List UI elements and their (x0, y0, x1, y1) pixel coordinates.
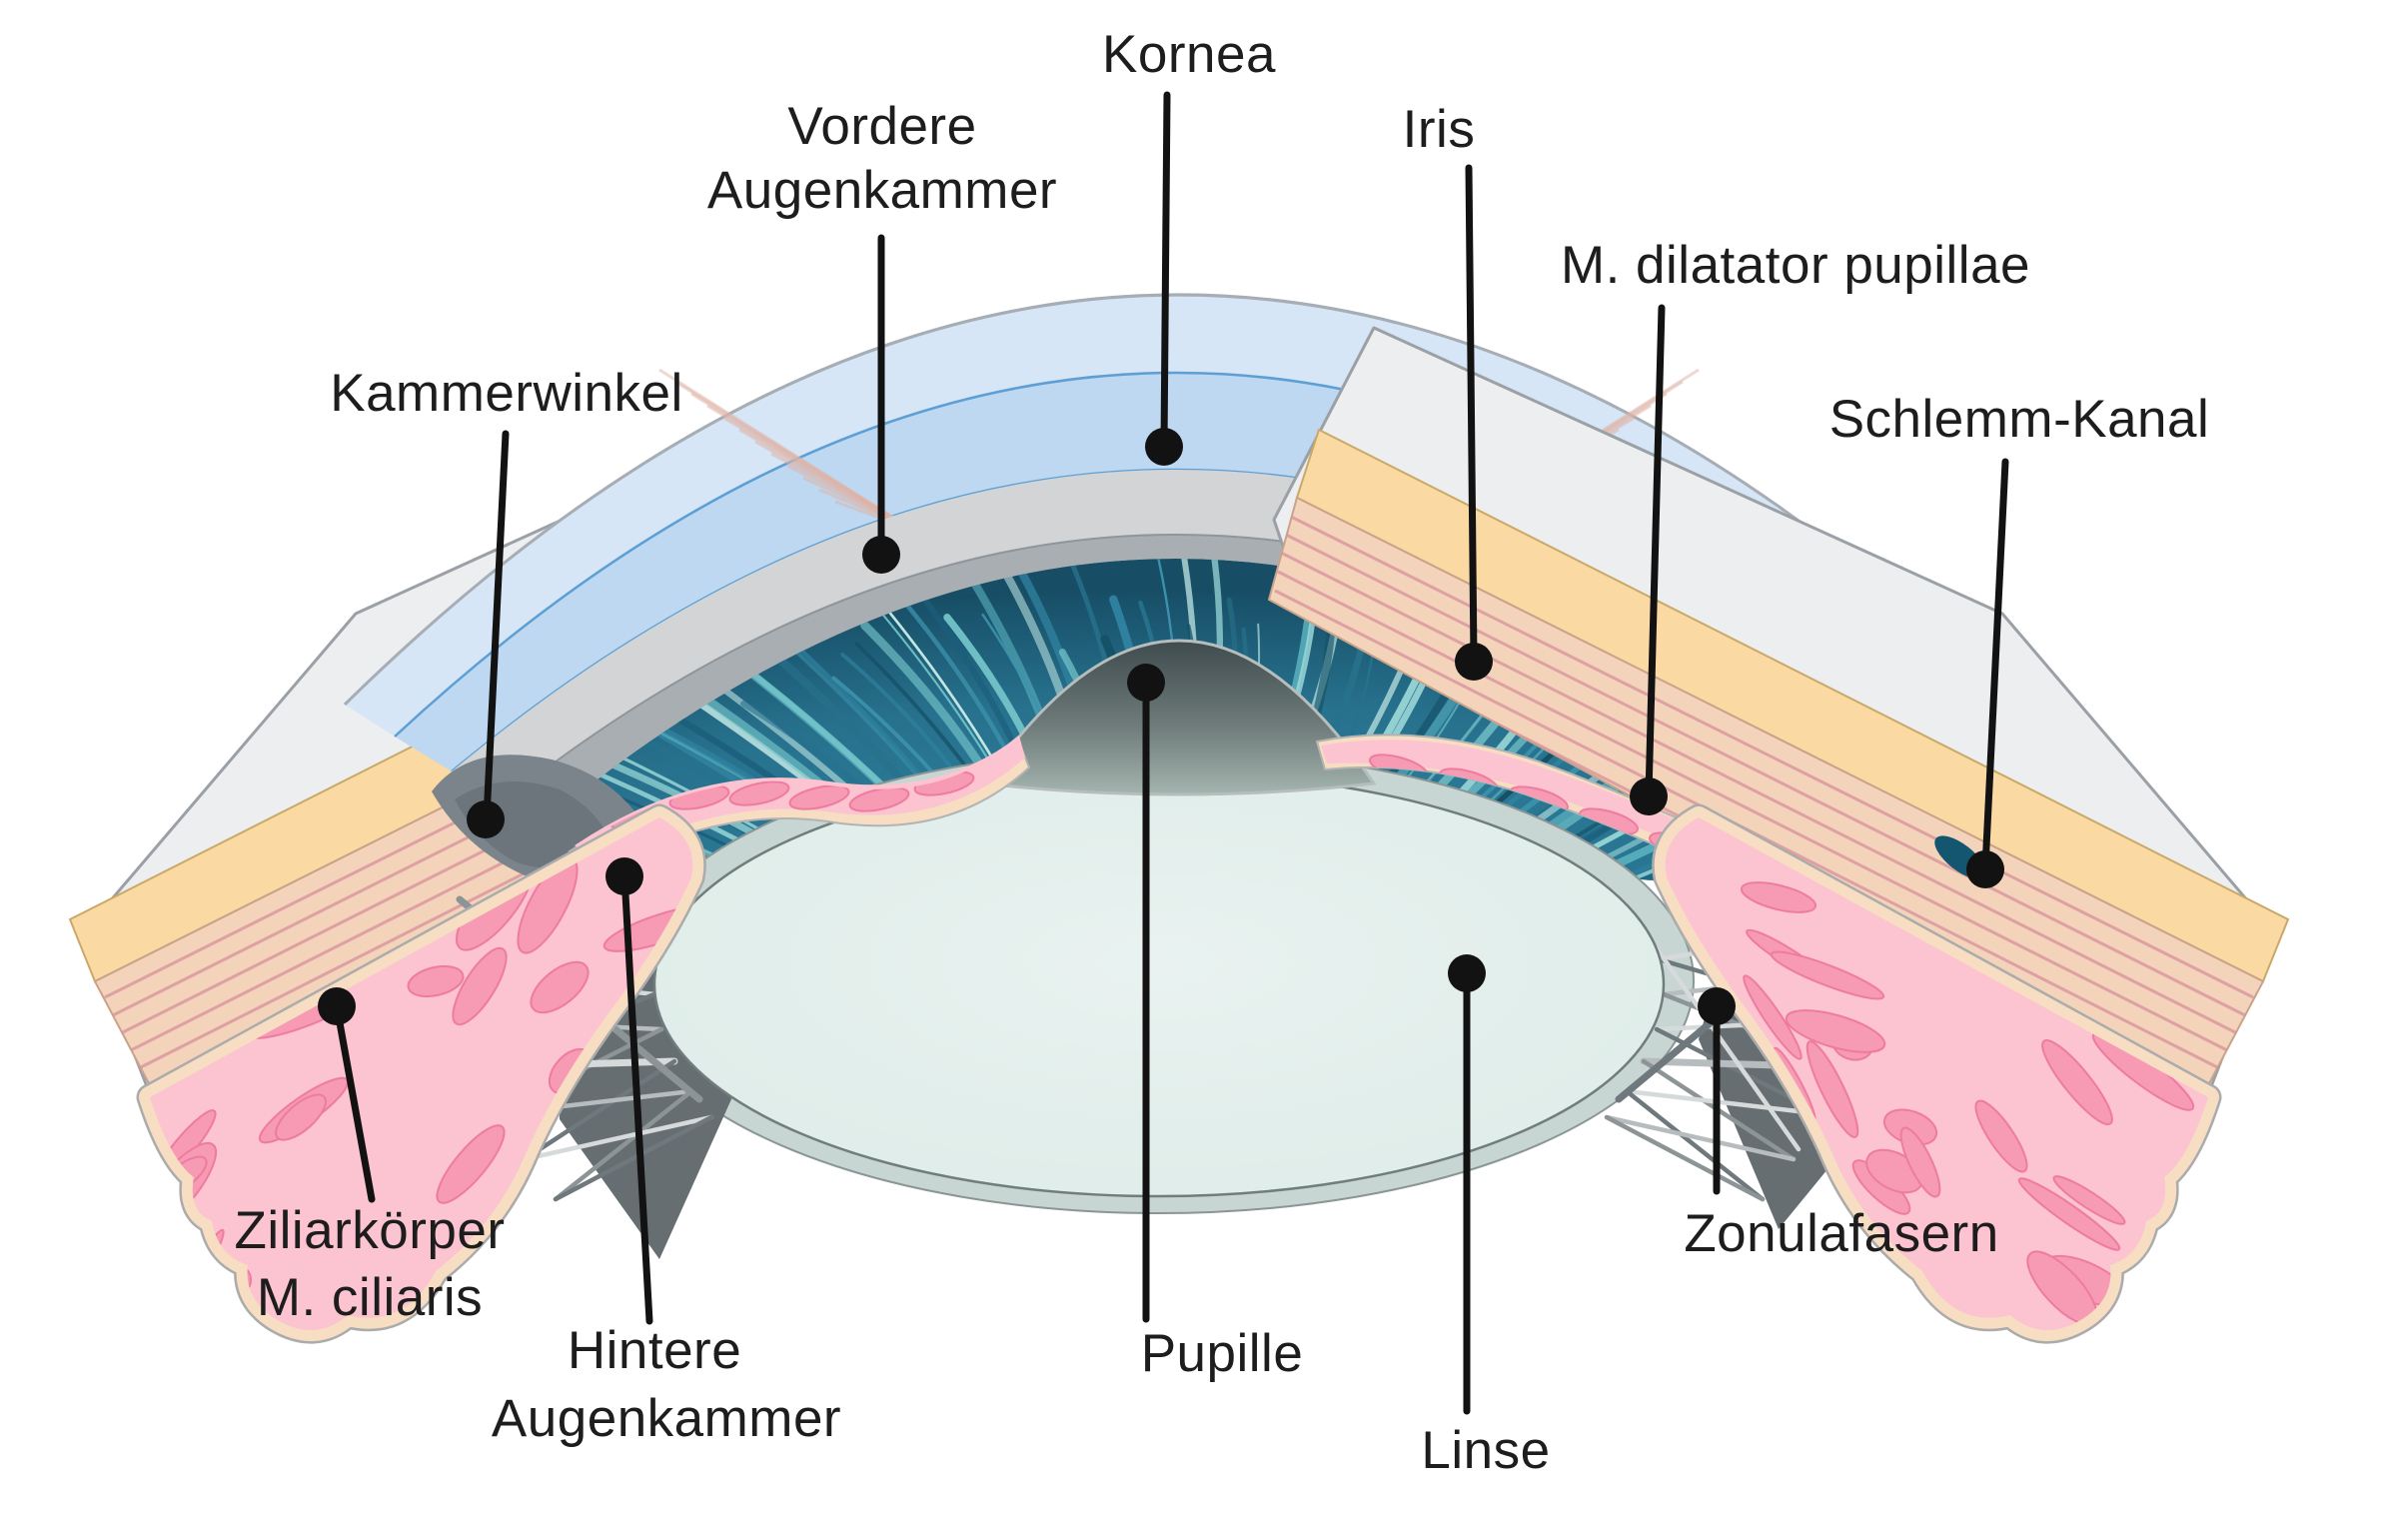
marker-dot-pupille (1127, 664, 1165, 702)
sclera-wedge-right (1267, 326, 2290, 1106)
marker-dot-linse (1448, 954, 1486, 992)
marker-dot-hintere-augenkammer (605, 857, 643, 895)
leader-line-m-dilatator (1645, 304, 1666, 798)
marker-dot-kornea (1145, 428, 1183, 466)
marker-dot-zonulafasern (1698, 987, 1736, 1025)
ciliary-left-fill (150, 817, 693, 1331)
label-kammerwinkel: Kammerwinkel (330, 364, 683, 423)
leader-line-hintere-augenkammer (620, 872, 653, 1325)
label-linse: Linse (1421, 1421, 1550, 1480)
marker-dot-iris (1455, 643, 1493, 681)
leader-line-kammerwinkel (483, 430, 510, 821)
label-kornea: Kornea (1102, 25, 1276, 84)
leader-line-iris (1465, 164, 1478, 664)
marker-dot-m-dilatator (1630, 777, 1668, 815)
label-schlemm: Schlemm-Kanal (1829, 390, 2210, 449)
label-pupille: Pupille (1141, 1324, 1304, 1383)
annotations: Kornea Vordere Augenkammer Iris M. dilat… (234, 25, 2210, 1480)
marker-dot-kammerwinkel (467, 800, 505, 838)
label-m-dilatator: M. dilatator pupillae (1561, 236, 2030, 295)
lens-body (652, 770, 1666, 1198)
label-zonulafasern: Zonulafasern (1684, 1204, 1998, 1263)
muscle-striations-right (1271, 513, 2254, 1094)
cornea-outer-edge (343, 293, 2015, 707)
ciliary-strip-right-fill (1321, 740, 1781, 887)
label-hintere-augenkammer-2: Augenkammer (492, 1389, 841, 1448)
label-vordere-augenkammer-2: Augenkammer (707, 161, 1057, 220)
label-ziliarkoerper-2: M. ciliaris (257, 1268, 483, 1327)
leader-line-schlemm (1981, 458, 2009, 871)
leader-line-ziliarkoerper (333, 1002, 376, 1203)
label-vordere-augenkammer-1: Vordere (787, 97, 976, 156)
marker-dot-schlemm (1966, 850, 2004, 888)
label-ziliarkoerper-1: Ziliarkörper (234, 1201, 505, 1260)
label-hintere-augenkammer-1: Hintere (568, 1321, 741, 1380)
marker-dot-vordere-augenkammer (862, 536, 900, 574)
label-iris: Iris (1403, 100, 1476, 159)
ciliary-right-fill (1665, 817, 2208, 1331)
leader-line-kornea (1160, 91, 1171, 449)
cornea-outer-layer (345, 295, 2013, 737)
marker-dot-ziliarkoerper (318, 987, 356, 1025)
